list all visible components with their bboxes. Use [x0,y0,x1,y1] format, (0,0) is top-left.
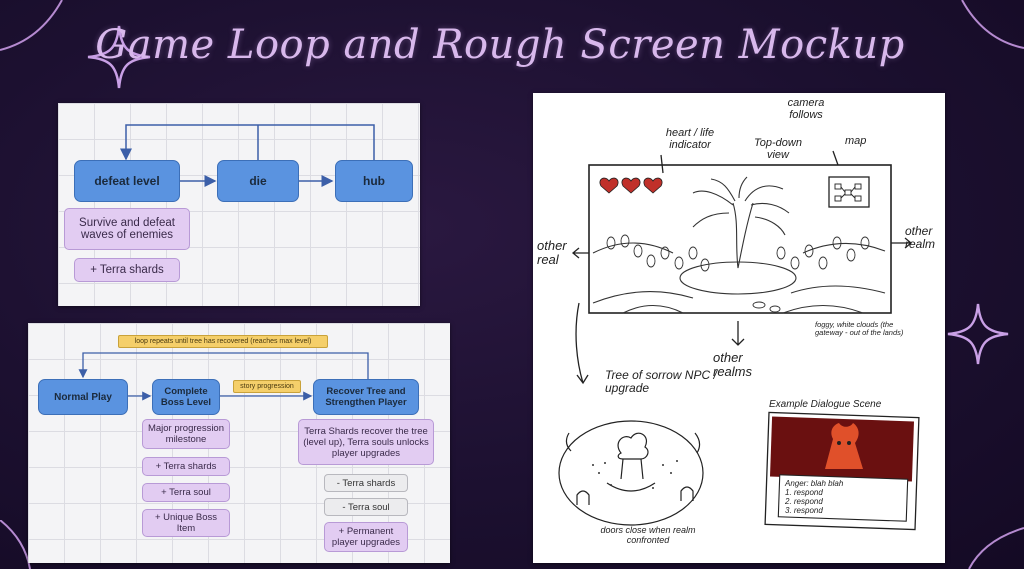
heart-indicator-label: heart / life indicator [665,127,715,151]
dialogue-speaker-line: Anger: blah blah [785,479,844,488]
corner-arc-top-right [961,0,1024,49]
complete-boss-level-node: Complete Boss Level [152,379,220,415]
game-loop-diagram: defeat level die hub Survive and defeat … [58,103,420,306]
corner-arc-top-left [0,0,63,51]
hub-node: hub [335,160,413,202]
corner-arc-bottom-left [0,520,31,569]
camera-follows-label: camera follows [787,97,825,121]
story-progression-tag: story progression [233,380,301,393]
permanent-upgrades-note: + Permanent player upgrades [324,522,408,552]
survive-note: Survive and defeat waves of enemies [64,208,190,250]
boss-terra-soul-note: + Terra soul [142,483,230,502]
spend-terra-shards-item: - Terra shards [324,474,408,492]
dialogue-text: Anger: blah blah 1. respond 2. respond 3… [785,479,905,515]
spend-terra-soul-item: - Terra soul [324,498,408,516]
unique-boss-item-note: + Unique Boss Item [142,509,230,537]
loop-connectors [120,124,375,187]
sketch-drawing [558,150,920,531]
major-milestone-note: Major progression milestone [142,419,230,449]
progression-connectors [78,352,369,401]
screen-mockup-sketch: heart / life indicator camera follows To… [533,93,945,563]
normal-play-node: Normal Play [38,379,128,415]
page-title: Game Loop and Rough Screen Mockup [95,22,905,68]
dialogue-scene-sketch [764,411,920,531]
recover-explanation-note: Terra Shards recover the tree (level up)… [298,419,434,465]
tree-of-sorrow-label: Tree of sorrow NPC / upgrade [605,368,717,395]
recover-tree-node: Recover Tree and Strengthen Player [313,379,419,415]
foggy-clouds-label: foggy, white clouds (the gateway - out o… [815,320,904,337]
dialogue-response: 3. respond [785,506,823,515]
map-label: map [845,135,867,147]
tree-sketch [592,176,886,314]
sparkle-star-icon [87,25,151,89]
progression-loop-diagram: loop repeats until tree has recovered (r… [28,323,450,563]
corner-arc-bottom-right [968,527,1024,569]
doors-close-label: doors close when realm confronted [600,525,696,545]
loop-repeat-banner: loop repeats until tree has recovered (r… [118,335,328,348]
heart-icon [599,177,663,194]
dialogue-response: 1. respond [785,488,823,497]
terra-shards-note: + Terra shards [74,258,180,282]
sparkle-star-icon [947,303,1009,365]
top-down-view-label: Top-down view [754,137,802,161]
die-node: die [217,160,299,202]
other-realms-bottom-label: other realms [713,350,753,379]
dialogue-response: 2. respond [785,497,823,506]
boss-terra-shards-note: + Terra shards [142,457,230,476]
defeat-level-node: defeat level [74,160,180,202]
minimap-icon [828,176,870,208]
dialogue-scene-title: Example Dialogue Scene [769,399,882,410]
other-realm-right-label: other realm [905,224,936,251]
other-realm-left-label: other real [537,238,567,267]
hub-room-sketch [558,420,704,526]
